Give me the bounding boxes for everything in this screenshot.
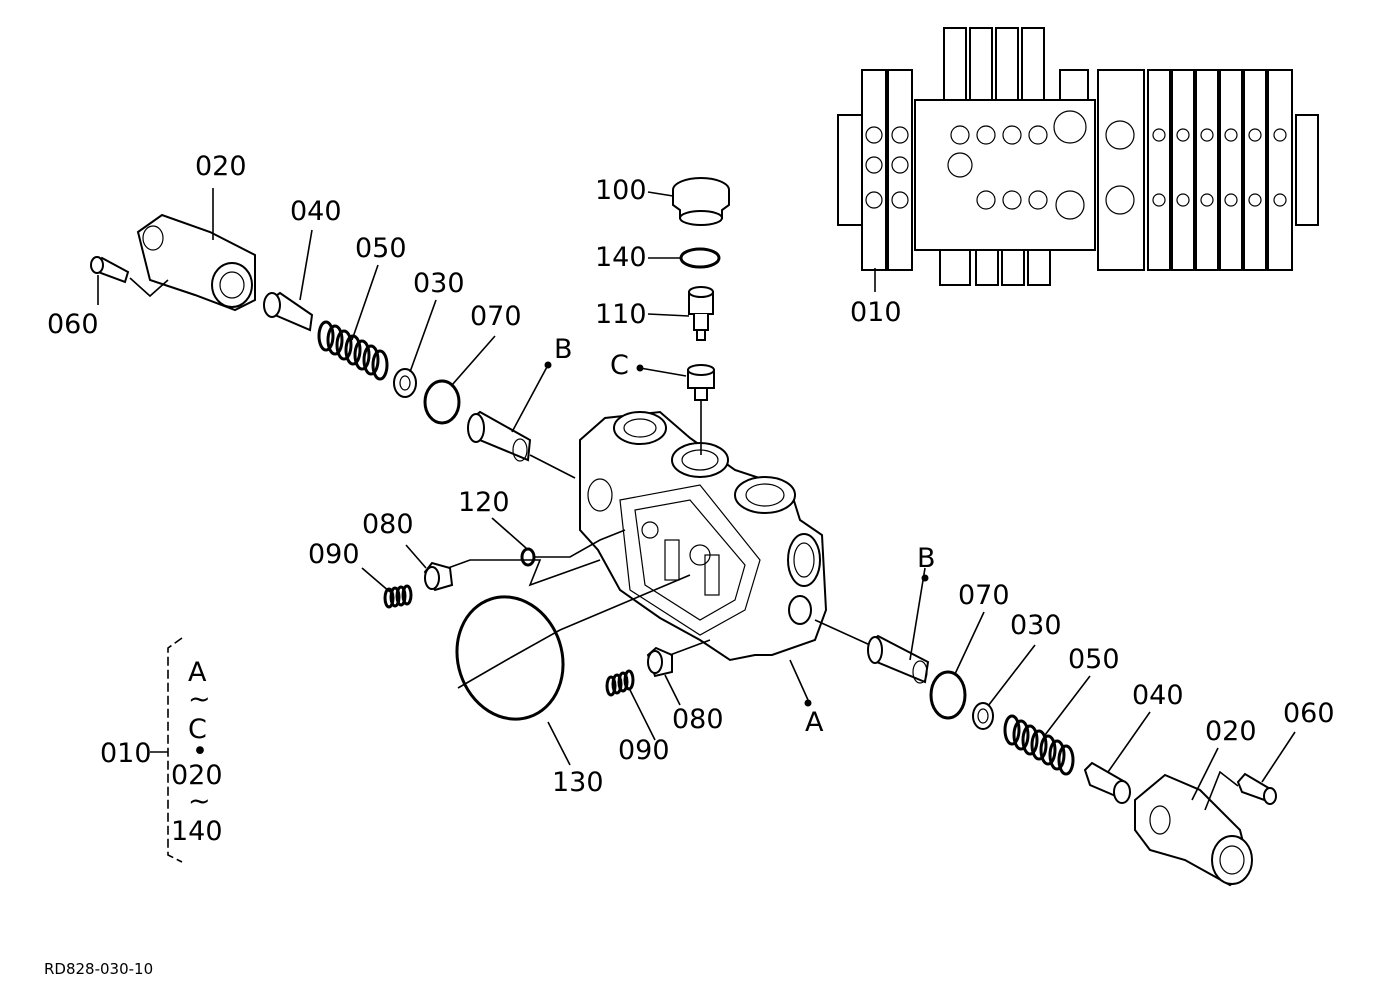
check-valve-parts-mid [605,639,711,741]
spring-050-right [1003,714,1075,776]
callout-090-left: 090 [308,539,360,570]
assembly-bracket: 010 A ~ C • 020 ~ 140 [100,637,223,863]
callout-140: 140 [595,242,647,273]
bracket-bullet: • [192,736,208,767]
leader-lines [97,188,1296,801]
control-valve-assembly-inset [837,27,1319,292]
spring-090-left [383,584,413,609]
callout-020-top: 020 [195,151,247,182]
callout-C: C [610,350,629,381]
callout-070-top: 070 [470,301,522,332]
callout-B-right: B [917,543,936,574]
leader-dots [544,361,929,707]
callout-070-right: 070 [958,580,1010,611]
bracket-line-C: C [188,714,207,745]
callout-030-top: 030 [413,268,465,299]
callout-050-top: 050 [355,233,407,264]
bracket-line-A: A [188,657,207,688]
drawing-id: RD828-030-10 [44,960,153,978]
callout-060-right: 060 [1283,698,1335,729]
callout-010-top: 010 [850,297,902,328]
valve-section-body [579,410,828,662]
check-valve-parts-left [383,529,691,766]
callout-050-right: 050 [1068,644,1120,675]
bracket-line-140: 140 [171,816,223,847]
callout-090-mid: 090 [618,735,670,766]
left-spool-parts [90,213,576,479]
right-spool-parts [814,619,1277,887]
callout-080-left: 080 [362,509,414,540]
callout-B-top: B [554,334,573,365]
bracket-line-020: 020 [171,760,223,791]
callout-080-mid: 080 [672,704,724,735]
bracket-tilde-2: ~ [188,786,211,817]
callout-040-top: 040 [290,196,342,227]
spring-050-left [317,320,389,381]
relief-plug-parts [672,177,730,455]
callout-020-right: 020 [1205,716,1257,747]
callout-060-left: 060 [47,309,99,340]
callout-040-right: 040 [1132,680,1184,711]
callout-A: A [805,707,824,738]
callout-labels: 020 040 050 030 070 060 B 100 140 110 C … [47,151,1335,798]
spring-090-mid [605,669,635,697]
bracket-parent-010: 010 [100,738,152,769]
callout-100: 100 [595,175,647,206]
callout-110: 110 [595,299,647,330]
callout-130: 130 [552,767,604,798]
callout-030-right: 030 [1010,610,1062,641]
callout-120: 120 [458,487,510,518]
bracket-tilde-1: ~ [188,684,211,715]
